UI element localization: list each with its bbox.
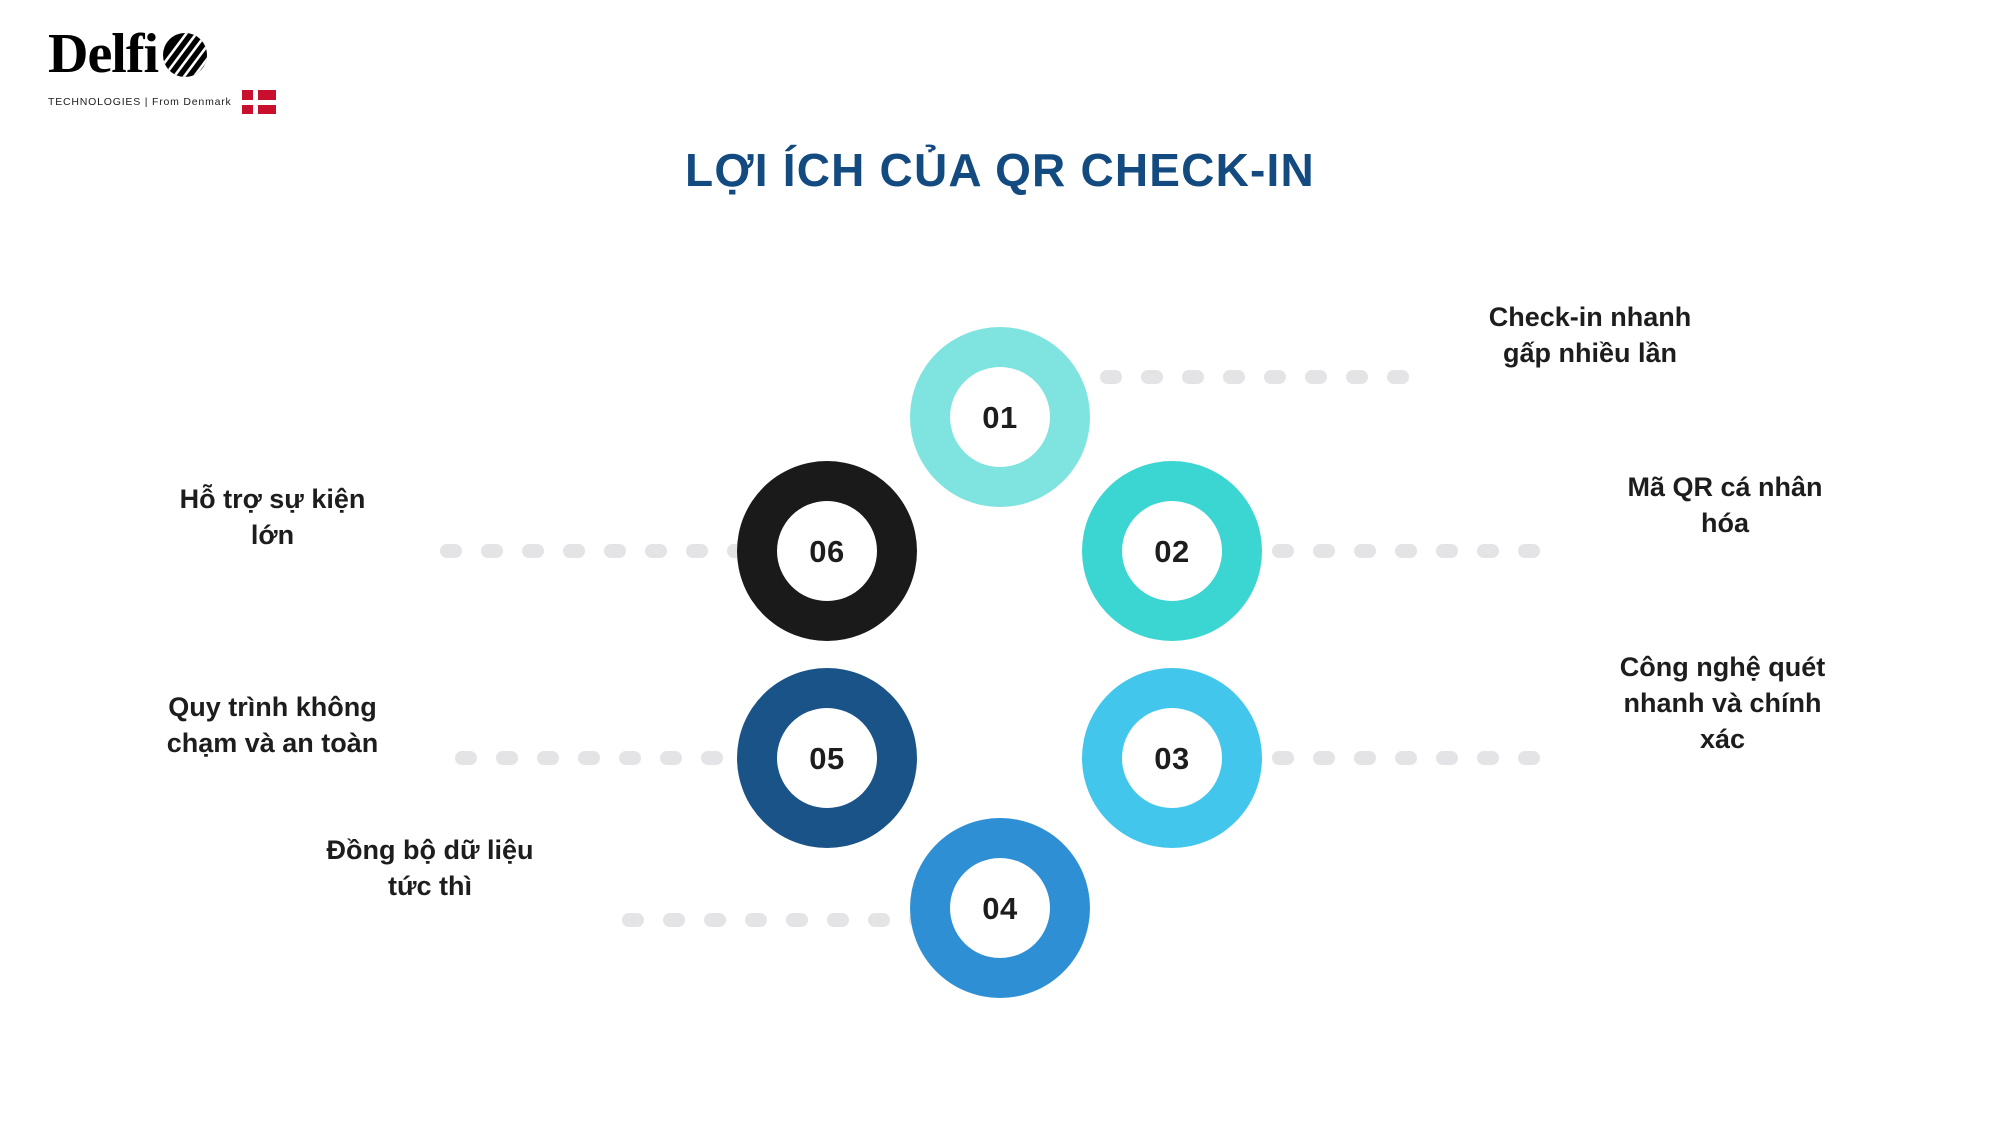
delfi-logo: Delfi TECHNOLOGIES | From Denmark	[48, 20, 288, 116]
connector-dots-step-04	[622, 913, 931, 927]
step-label-02-line2: hóa	[1700, 507, 1749, 538]
step-number-06: 06	[809, 533, 845, 569]
step-label-01: Check-in nhanh gấp nhiều lần	[1415, 300, 1765, 372]
connector-dot	[1436, 751, 1458, 765]
step-label-02: Mã QR cá nhân hóa	[1570, 470, 1880, 542]
connector-dot	[645, 544, 667, 558]
connector-dot	[1264, 370, 1286, 384]
connector-dot	[1272, 751, 1294, 765]
logo-wordmark: Delfi	[48, 23, 159, 85]
step-circle-06[interactable]: 06	[737, 461, 917, 641]
step-circle-05[interactable]: 05	[737, 668, 917, 848]
connector-dot	[1395, 544, 1417, 558]
connector-dot	[1518, 544, 1540, 558]
step-circle-04[interactable]: 04	[910, 818, 1090, 998]
step-circle-05-hole: 05	[777, 708, 877, 808]
step-label-04-line2: tức thì	[387, 870, 473, 901]
connector-dot	[1387, 370, 1409, 384]
connector-dot	[604, 544, 626, 558]
connector-dot	[868, 913, 890, 927]
connector-dot	[827, 913, 849, 927]
connector-dot	[1477, 544, 1499, 558]
connector-dot	[1100, 370, 1122, 384]
logo-wordmark-row: Delfi	[48, 20, 288, 82]
page-title: LỢI ÍCH CỦA QR CHECK-IN	[685, 143, 1315, 196]
connector-dot	[563, 544, 585, 558]
step-label-04-line1: Đồng bộ dữ liệu	[326, 835, 534, 865]
delfi-striped-sphere-icon	[162, 32, 208, 78]
step-label-04: Đồng bộ dữ liệu tức thì	[265, 833, 595, 905]
step-label-06-line1: Hỗ trợ sự kiện	[179, 484, 366, 514]
step-label-03: Công nghệ quét nhanh và chính xác	[1565, 650, 1880, 758]
connector-dot	[1395, 751, 1417, 765]
connector-dot	[1518, 751, 1540, 765]
step-circle-04-hole: 04	[950, 858, 1050, 958]
step-label-05-line2: chạm và an toàn	[166, 727, 379, 758]
step-label-06: Hỗ trợ sự kiện lớn	[120, 482, 425, 554]
step-circle-02[interactable]: 02	[1082, 461, 1262, 641]
connector-dot	[455, 751, 477, 765]
step-label-05: Quy trình không chạm và an toàn	[115, 690, 430, 762]
connector-dot	[701, 751, 723, 765]
connector-dots-step-06	[440, 544, 749, 558]
step-circle-06-hole: 06	[777, 501, 877, 601]
connector-dot	[1182, 370, 1204, 384]
connector-dot	[1346, 370, 1368, 384]
connector-dots-step-03	[1272, 751, 1552, 765]
step-circle-01-hole: 01	[950, 367, 1050, 467]
connector-dot	[1305, 370, 1327, 384]
step-circle-03[interactable]: 03	[1082, 668, 1262, 848]
connector-dot	[660, 751, 682, 765]
step-circle-02-hole: 02	[1122, 501, 1222, 601]
connector-dot	[745, 913, 767, 927]
logo-tagline-row: TECHNOLOGIES | From Denmark	[48, 90, 288, 114]
connector-dot	[1313, 544, 1335, 558]
step-label-03-line3: xác	[1699, 723, 1746, 754]
connector-dot	[619, 751, 641, 765]
connector-dot	[704, 913, 726, 927]
connector-dot	[1141, 370, 1163, 384]
step-number-01: 01	[982, 399, 1018, 435]
connector-dot	[578, 751, 600, 765]
step-circle-03-hole: 03	[1122, 708, 1222, 808]
step-label-05-line1: Quy trình không	[168, 692, 377, 722]
connector-dot	[1354, 544, 1376, 558]
connector-dots-step-01	[1100, 370, 1409, 384]
step-number-05: 05	[809, 740, 845, 776]
connector-dot	[1436, 544, 1458, 558]
connector-dot	[522, 544, 544, 558]
step-number-04: 04	[982, 890, 1018, 926]
denmark-flag-icon	[241, 90, 276, 114]
connector-dot	[1354, 751, 1376, 765]
connector-dot	[686, 544, 708, 558]
logo-tagline: TECHNOLOGIES | From Denmark	[48, 96, 232, 108]
connector-dots-step-05	[455, 751, 735, 765]
step-label-03-line1: Công nghệ quét	[1619, 652, 1826, 682]
connector-dot	[537, 751, 559, 765]
step-number-03: 03	[1154, 740, 1190, 776]
step-label-02-line1: Mã QR cá nhân	[1627, 472, 1823, 502]
connector-dot	[663, 913, 685, 927]
step-number-02: 02	[1154, 533, 1190, 569]
connector-dot	[622, 913, 644, 927]
connector-dot	[786, 913, 808, 927]
step-label-03-line2: nhanh và chính	[1623, 687, 1822, 718]
connector-dot	[481, 544, 503, 558]
connector-dot	[1223, 370, 1245, 384]
step-label-01-line1: Check-in nhanh	[1488, 302, 1692, 332]
step-label-06-line2: lớn	[250, 519, 295, 550]
connector-dot	[440, 544, 462, 558]
connector-dots-step-02	[1272, 544, 1552, 558]
connector-dot	[1313, 751, 1335, 765]
step-label-01-line2: gấp nhiều lần	[1502, 337, 1677, 368]
connector-dot	[496, 751, 518, 765]
connector-dot	[1477, 751, 1499, 765]
step-circle-01[interactable]: 01	[910, 327, 1090, 507]
connector-dot	[1272, 544, 1294, 558]
